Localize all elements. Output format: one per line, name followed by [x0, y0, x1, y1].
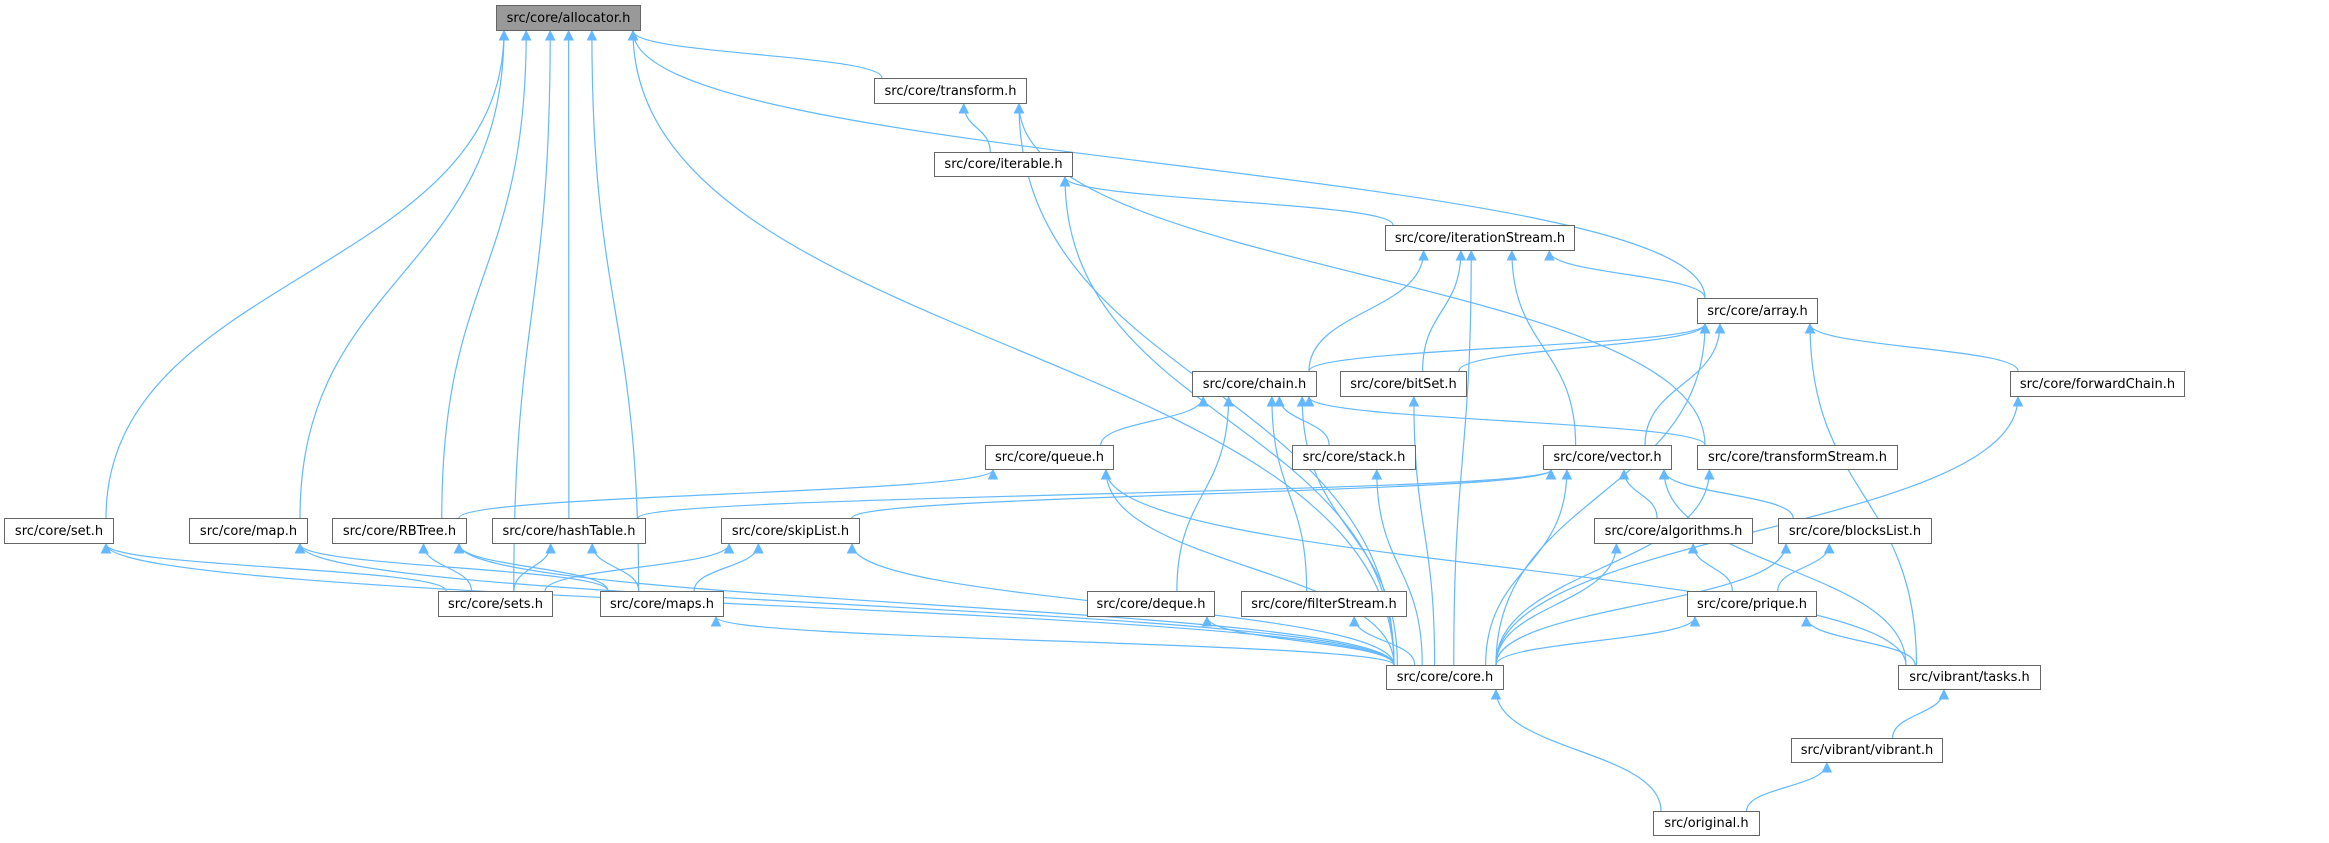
node-allocator[interactable]: src/core/allocator.h [496, 5, 641, 31]
edge-core-to-blocksList [1495, 542, 1792, 666]
node-queue[interactable]: src/core/queue.h [985, 445, 1114, 470]
edge-core-to-maps [710, 615, 1395, 666]
node-prique[interactable]: src/core/prique.h [1687, 591, 1817, 617]
node-vector[interactable]: src/core/vector.h [1543, 445, 1672, 470]
node-stack[interactable]: src/core/stack.h [1292, 445, 1416, 470]
edge-chain-to-iterationStream [1308, 249, 1430, 372]
node-iterationStream[interactable]: src/core/iterationStream.h [1385, 225, 1575, 251]
node-vibrant[interactable]: src/vibrant/vibrant.h [1791, 738, 1943, 763]
node-RBTree[interactable]: src/core/RBTree.h [332, 518, 467, 544]
edge-set-to-allocator [105, 29, 510, 519]
edge-vibrant-to-tasks [1892, 688, 1950, 739]
edge-bitSet-to-array [1458, 322, 1711, 372]
node-filterStream[interactable]: src/core/filterStream.h [1241, 591, 1407, 617]
edge-core-to-map [294, 542, 1395, 666]
edge-core-to-RBTree [453, 542, 1395, 666]
node-forwardChain[interactable]: src/core/forwardChain.h [2010, 371, 2185, 397]
edge-maps-to-skipList [693, 542, 764, 592]
edge-core-to-prique [1495, 615, 1701, 666]
edge-maps-to-allocator [586, 29, 640, 592]
edge-core-to-vector [1485, 468, 1573, 666]
edge-map-to-allocator [299, 29, 510, 519]
edge-sets-to-RBTree [418, 542, 473, 592]
edge-core-to-chain [1296, 395, 1398, 666]
edge-core-to-forwardChain [1495, 395, 2024, 666]
node-sets[interactable]: src/core/sets.h [438, 591, 553, 617]
edge-transform-to-allocator [627, 29, 883, 79]
node-algorithms[interactable]: src/core/algorithms.h [1594, 518, 1753, 544]
node-maps[interactable]: src/core/maps.h [600, 591, 724, 617]
node-iterable[interactable]: src/core/iterable.h [934, 152, 1073, 177]
edge-core-to-transformStream [1495, 468, 1715, 666]
node-core[interactable]: src/core/core.h [1386, 665, 1504, 690]
edge-RBTree-to-queue [458, 468, 999, 519]
edge-maps-to-hashTable [586, 542, 640, 592]
edge-tasks-to-prique [1801, 615, 1916, 666]
node-set[interactable]: src/core/set.h [4, 518, 114, 544]
edge-tasks-to-vector [1658, 468, 1907, 666]
node-original[interactable]: src/original.h [1653, 811, 1760, 836]
edge-sets-to-set [100, 542, 447, 592]
edge-core-to-set [100, 542, 1395, 666]
edge-tasks-to-array [1804, 322, 1918, 666]
node-bitSet[interactable]: src/core/bitSet.h [1340, 371, 1467, 397]
edge-core-to-deque [1201, 615, 1395, 666]
edge-core-to-stack [1371, 468, 1423, 666]
edge-maps-to-RBTree [453, 542, 609, 592]
node-hashTable[interactable]: src/core/hashTable.h [492, 518, 646, 544]
edge-hashTable-to-vector [637, 468, 1557, 519]
node-chain[interactable]: src/core/chain.h [1192, 371, 1317, 397]
edge-queue-to-chain [1100, 395, 1209, 446]
edge-maps-to-map [294, 542, 609, 592]
edge-core-to-filterStream [1348, 615, 1416, 666]
node-transform[interactable]: src/core/transform.h [874, 78, 1027, 104]
edge-forwardChain-to-array [1804, 322, 2019, 372]
edge-core-to-bitSet [1408, 395, 1436, 666]
edge-prique-to-algorithms [1687, 542, 1733, 592]
edge-vector-to-array [1644, 322, 1726, 446]
node-skipList[interactable]: src/core/skipList.h [721, 518, 860, 544]
node-blocksList[interactable]: src/core/blocksList.h [1778, 518, 1932, 544]
edge-stack-to-chain [1274, 395, 1330, 446]
node-array[interactable]: src/core/array.h [1697, 298, 1818, 324]
edge-core-to-array [1495, 322, 1711, 666]
edge-array-to-allocator [627, 29, 1706, 299]
edge-iterationStream-to-iterable [1059, 175, 1394, 226]
edge-sets-to-skipList [544, 542, 735, 592]
edge-sets-to-hashTable [513, 542, 557, 592]
edge-core-to-allocator [627, 29, 1395, 666]
edge-core-to-algorithms [1495, 542, 1622, 666]
edge-core-to-queue [1100, 468, 1395, 666]
edge-filterStream-to-chain [1266, 395, 1308, 592]
edge-prique-to-blocksList [1777, 542, 1835, 592]
edge-sets-to-allocator [513, 29, 556, 592]
edge-RBTree-to-allocator [441, 29, 532, 519]
node-tasks[interactable]: src/vibrant/tasks.h [1898, 665, 2041, 690]
edge-transformStream-to-chain [1303, 395, 1706, 446]
edge-core-to-iterationStream [1453, 249, 1477, 666]
edge-skipList-to-vector [851, 468, 1557, 519]
node-transformStream[interactable]: src/core/transformStream.h [1697, 445, 1898, 470]
edge-original-to-vibrant [1746, 761, 1833, 812]
edge-original-to-core [1490, 688, 1662, 812]
edge-algorithms-to-vector [1618, 468, 1658, 519]
node-map[interactable]: src/core/map.h [189, 518, 308, 544]
edge-iterable-to-transform [958, 102, 991, 153]
edge-chain-to-array [1308, 322, 1711, 372]
node-deque[interactable]: src/core/deque.h [1087, 591, 1215, 617]
edge-blocksList-to-vector [1658, 468, 1794, 519]
edge-core-to-iterable [1059, 175, 1395, 666]
edge-tasks-to-queue [1100, 468, 1907, 666]
edge-vector-to-iterationStream [1506, 249, 1577, 446]
edge-array-to-iterationStream [1544, 249, 1706, 299]
